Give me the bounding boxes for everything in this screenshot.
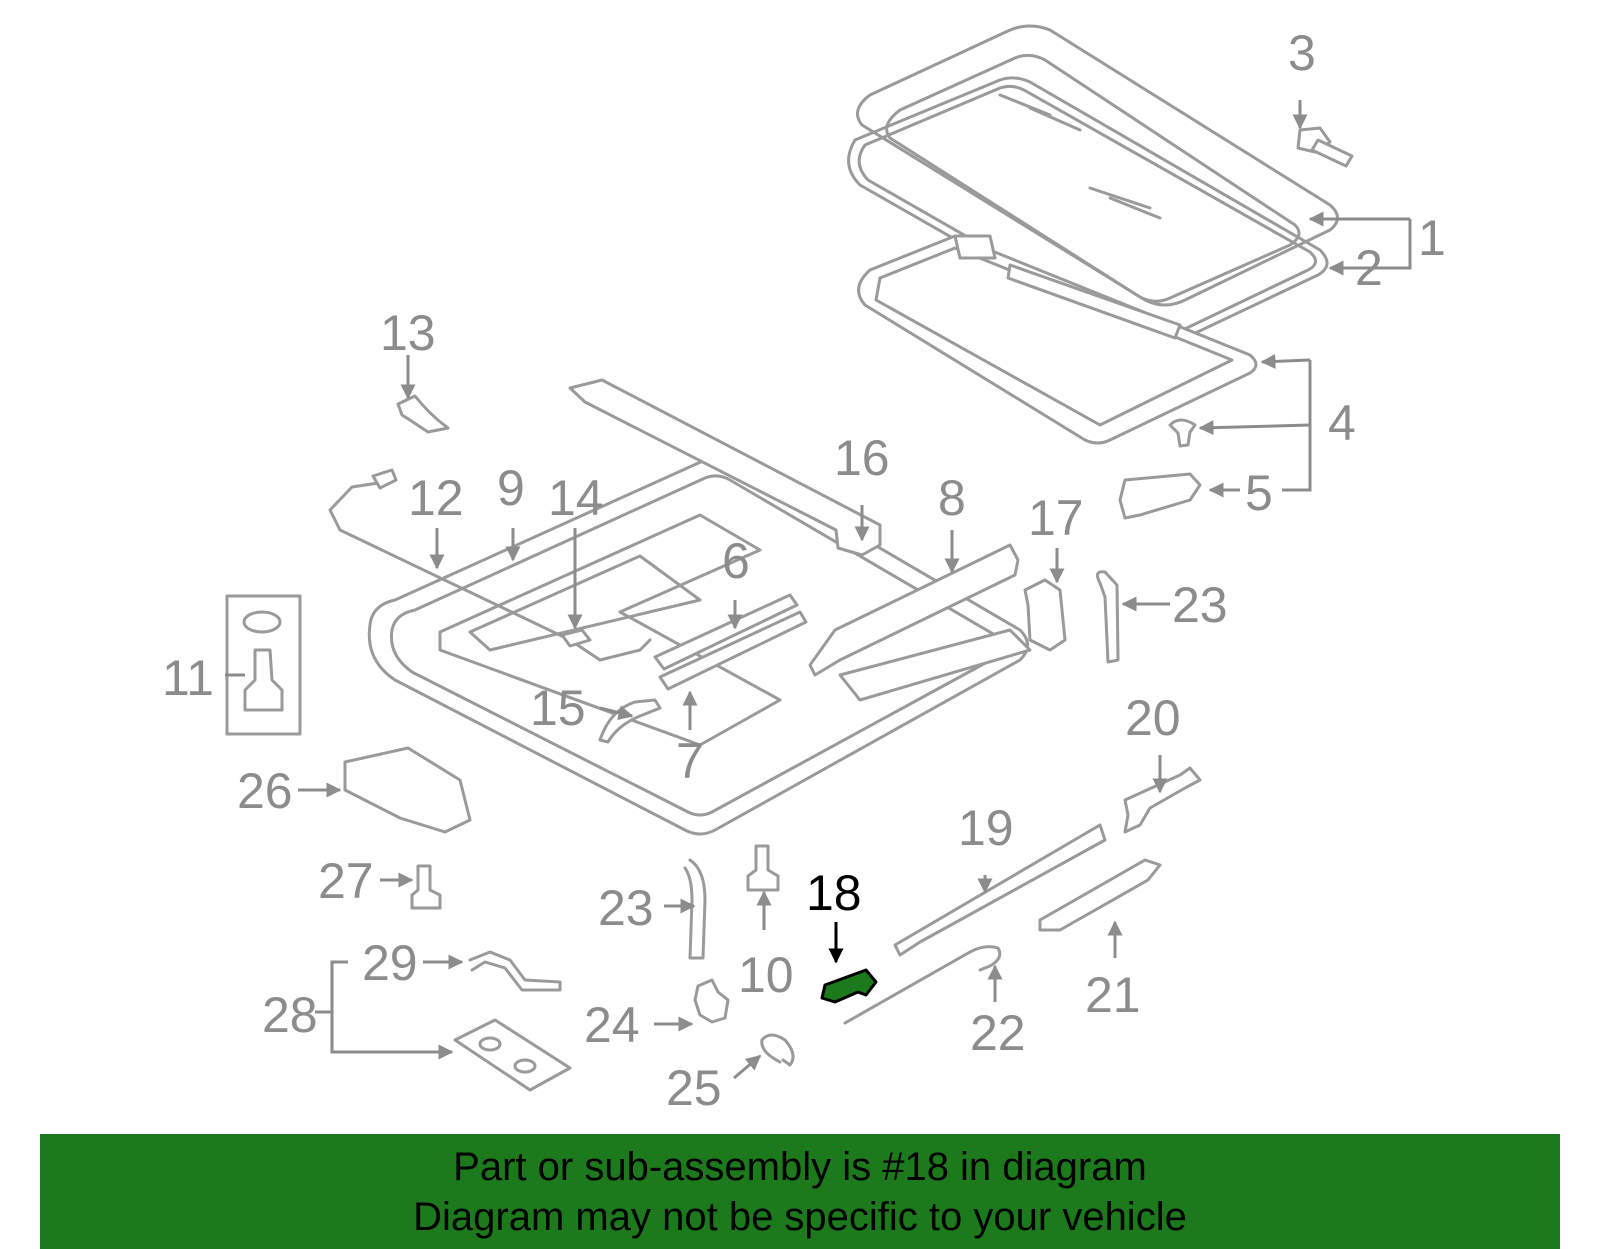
screw-part <box>1296 126 1354 168</box>
callout-24: 24 <box>584 997 640 1053</box>
callout-18: 18 <box>806 865 862 921</box>
guide-rail-part <box>653 593 808 691</box>
deflector-bracket-part <box>396 394 450 434</box>
frame-part <box>857 234 1258 445</box>
callout-21: 21 <box>1085 967 1141 1023</box>
callout-9: 9 <box>497 460 525 516</box>
callout-13: 13 <box>380 305 436 361</box>
banner-line-1: Part or sub-assembly is #18 in diagram <box>453 1145 1147 1189</box>
cover-plate-hole <box>478 1036 502 1052</box>
callout-28: 28 <box>262 987 318 1043</box>
callout-23: 23 <box>1172 577 1228 633</box>
info-banner: Part or sub-assembly is #18 in diagram D… <box>40 1134 1560 1249</box>
clip-part <box>1168 418 1197 448</box>
callout-27: 27 <box>318 853 374 909</box>
drain-tube-part <box>328 480 652 662</box>
banner-line-2: Diagram may not be specific to your vehi… <box>413 1195 1187 1239</box>
callout-1: 1 <box>1418 210 1446 266</box>
callout-4: 4 <box>1328 395 1356 451</box>
callout-25: 25 <box>666 1060 722 1116</box>
link-bracket-part <box>1123 766 1202 834</box>
callout-20: 20 <box>1125 690 1181 746</box>
grommet-kit-part <box>225 594 302 736</box>
motor-part <box>343 746 472 834</box>
highlighted-part-18[interactable] <box>820 968 878 1004</box>
callout-12: 12 <box>408 470 464 526</box>
cover-plate-part <box>453 1018 572 1092</box>
callout-19: 19 <box>958 800 1014 856</box>
callout-22: 22 <box>970 1005 1026 1061</box>
callout-14: 14 <box>548 470 604 526</box>
corner-bracket-part <box>1023 578 1067 652</box>
drain-hose-lower <box>683 858 707 960</box>
handle-part <box>598 698 662 744</box>
callout-6: 6 <box>722 533 750 589</box>
lever-part <box>843 945 1002 1025</box>
callout-29: 29 <box>362 935 418 991</box>
callout-8: 8 <box>938 470 966 526</box>
drain-hose-part <box>1095 570 1120 664</box>
callout-3: 3 <box>1288 25 1316 81</box>
callout-26: 26 <box>237 763 293 819</box>
rail-part <box>568 378 882 557</box>
drain-tube-end <box>371 468 398 490</box>
clip-ring-part <box>760 1033 795 1067</box>
glass-panel-part <box>856 24 1339 307</box>
callout-7: 7 <box>676 733 704 789</box>
bolt-part <box>410 864 442 910</box>
callout-17: 17 <box>1028 490 1084 546</box>
callout-11: 11 <box>162 650 214 706</box>
leader-lines <box>225 100 1412 1080</box>
callout-5: 5 <box>1245 465 1273 521</box>
cable-part <box>468 950 562 992</box>
guide-part <box>1038 858 1162 932</box>
callout-23-lower: 23 <box>598 880 654 936</box>
bolt-part-2 <box>746 844 780 892</box>
weatherstrip-part <box>847 76 1329 350</box>
slider-rail-part <box>893 823 1107 957</box>
lower-rail-part <box>838 628 1032 702</box>
side-rail-part <box>808 543 1020 677</box>
callout-15: 15 <box>530 680 586 736</box>
cover-plate-hole-2 <box>513 1058 537 1074</box>
connector-part <box>560 628 592 648</box>
grommet-part <box>693 978 730 1024</box>
callout-labels: 1 2 3 4 5 6 7 8 9 10 11 12 13 14 15 16 1… <box>162 25 1446 1116</box>
callout-16: 16 <box>834 430 890 486</box>
callout-2: 2 <box>1355 240 1383 296</box>
callout-10: 10 <box>738 947 794 1003</box>
bracket-part <box>1118 472 1202 520</box>
